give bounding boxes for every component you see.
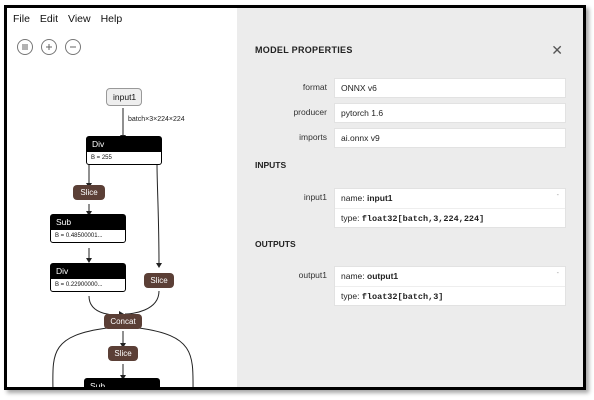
input-name-value: input1 bbox=[367, 193, 393, 203]
input-label: input1 bbox=[303, 192, 327, 202]
input-type-value: float32[batch,3,224,224] bbox=[361, 214, 485, 224]
menu-file[interactable]: File bbox=[13, 13, 30, 25]
toolbar bbox=[17, 39, 81, 55]
sub-node-1-title: Sub bbox=[56, 217, 72, 227]
output-name-line: name: output1 bbox=[335, 267, 565, 286]
expand-icon[interactable]: - bbox=[556, 192, 559, 199]
sub-node-1-attr: B = 0.48500001... bbox=[51, 230, 125, 242]
graph-canvas: input1 batch×3×224×224 Div B = 255 Slice… bbox=[7, 66, 239, 390]
expand-icon[interactable]: - bbox=[556, 270, 559, 277]
menu-view[interactable]: View bbox=[68, 13, 91, 25]
inputs-heading: INPUTS bbox=[255, 160, 287, 170]
graph-input-node[interactable]: input1 bbox=[106, 88, 142, 106]
output-type-value: float32[batch,3] bbox=[361, 292, 444, 302]
outputs-heading: OUTPUTS bbox=[255, 239, 296, 249]
concat-node[interactable]: Concat bbox=[104, 314, 142, 329]
input-type-prefix: type: bbox=[341, 213, 362, 223]
div-node-1-attr: B = 255 bbox=[87, 152, 161, 164]
menu-edit[interactable]: Edit bbox=[39, 13, 59, 25]
div-node-1[interactable]: Div B = 255 bbox=[86, 136, 162, 165]
zoom-out-icon[interactable] bbox=[65, 39, 81, 55]
menu-help[interactable]: Help bbox=[100, 13, 123, 25]
panel-title: MODEL PROPERTIES bbox=[255, 45, 353, 55]
output-label: output1 bbox=[298, 270, 327, 280]
zoom-in-icon[interactable] bbox=[41, 39, 57, 55]
prop-value: ONNX v6 bbox=[334, 78, 566, 98]
output-type-line: type: float32[batch,3] bbox=[335, 286, 565, 305]
div-node-2-attr: B = 0.22900000... bbox=[51, 279, 125, 291]
close-icon[interactable]: ✕ bbox=[551, 42, 563, 58]
div-node-1-title: Div bbox=[92, 139, 105, 149]
prop-value: ai.onnx v9 bbox=[334, 128, 566, 148]
prop-label: imports bbox=[299, 132, 327, 142]
div-node-2[interactable]: Div B = 0.22900000... bbox=[50, 263, 126, 292]
div-node-2-title: Div bbox=[56, 266, 69, 276]
input-name-prefix: name: bbox=[341, 193, 367, 203]
input-name-line: name: input1 bbox=[335, 189, 565, 208]
menu-bar: File Edit View Help bbox=[13, 13, 122, 29]
input-type-line: type: float32[batch,3,224,224] bbox=[335, 208, 565, 227]
slice-node-3[interactable]: Slice bbox=[108, 346, 138, 361]
output-name-prefix: name: bbox=[341, 271, 367, 281]
output-details[interactable]: name: output1 type: float32[batch,3] - bbox=[334, 266, 566, 306]
sub-node-2[interactable]: Sub bbox=[84, 378, 160, 390]
input-details[interactable]: name: input1 type: float32[batch,3,224,2… bbox=[334, 188, 566, 228]
input-shape-label: batch×3×224×224 bbox=[128, 116, 185, 123]
prop-label: producer bbox=[293, 107, 327, 117]
slice-node-2[interactable]: Slice bbox=[144, 273, 174, 288]
output-type-prefix: type: bbox=[341, 291, 362, 301]
app-window: File Edit View Help bbox=[4, 5, 586, 390]
prop-value: pytorch 1.6 bbox=[334, 103, 566, 123]
sub-node-2-title: Sub bbox=[90, 381, 106, 390]
output-name-value: output1 bbox=[367, 271, 399, 281]
sidebar-toggle-icon[interactable] bbox=[17, 39, 33, 55]
sub-node-1[interactable]: Sub B = 0.48500001... bbox=[50, 214, 126, 243]
model-properties-panel: MODEL PROPERTIES ✕ format ONNX v6 produc… bbox=[237, 8, 583, 387]
slice-node-1[interactable]: Slice bbox=[73, 185, 105, 200]
prop-label: format bbox=[302, 82, 327, 92]
